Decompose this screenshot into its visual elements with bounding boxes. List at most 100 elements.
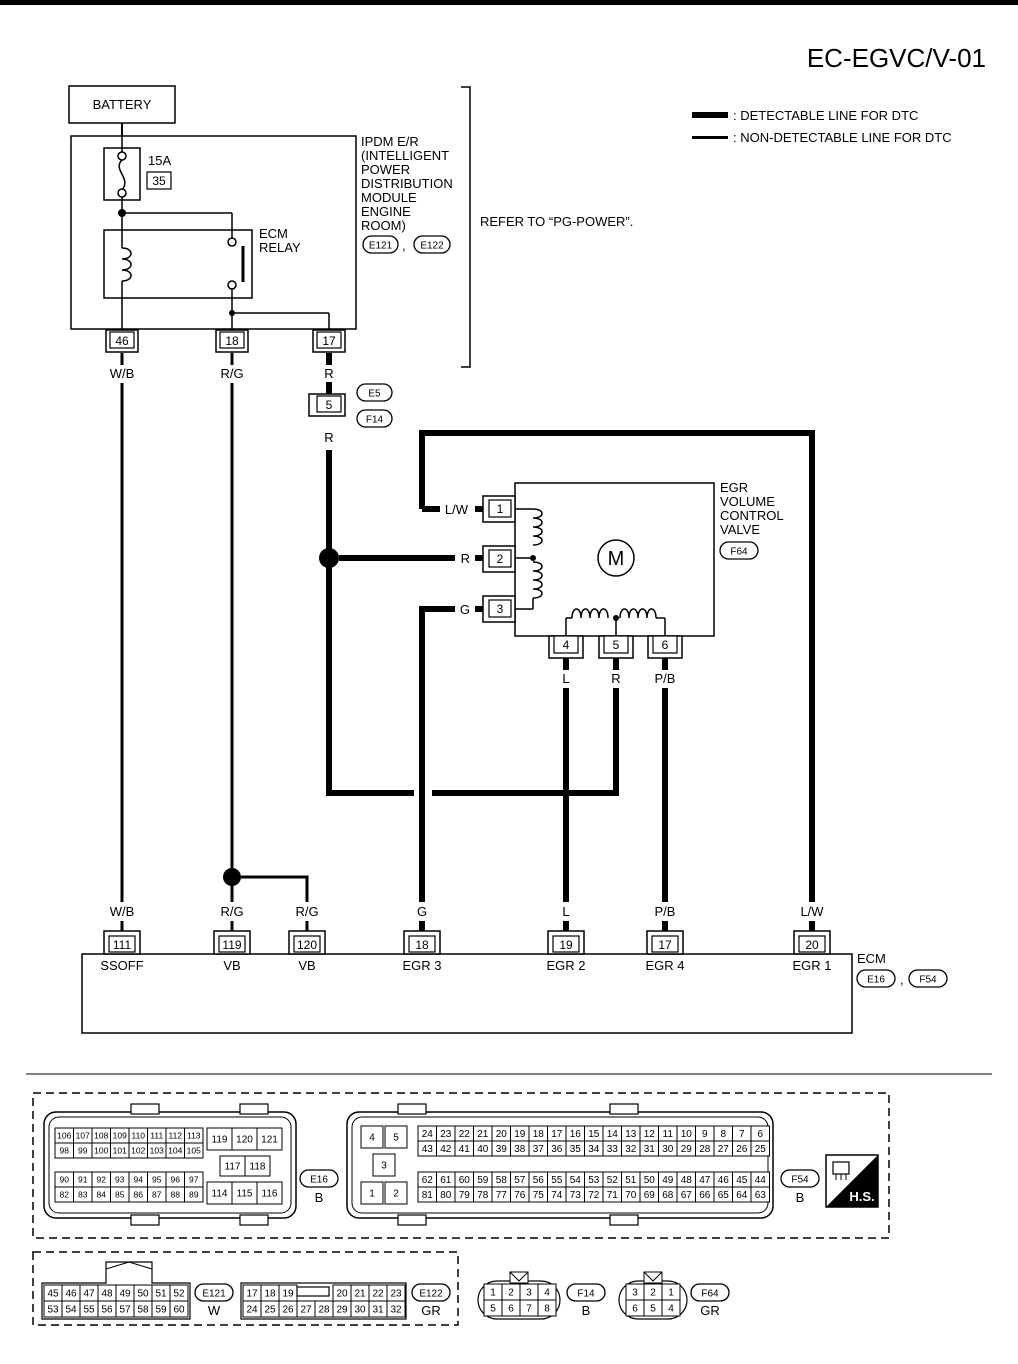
f54-pin-38: 38: [514, 1144, 526, 1155]
f54-pin-62: 62: [422, 1175, 434, 1186]
f54-pin-8: 8: [720, 1129, 726, 1140]
e121-pin-55: 55: [83, 1305, 95, 1316]
f14-pin-8-cell: [537, 1299, 557, 1317]
svg-text:EGR 2: EGR 2: [546, 958, 585, 973]
f54-pin-15: 15: [588, 1129, 600, 1140]
e122-pin-27: 27: [300, 1305, 312, 1316]
f14-pin-8: 8: [544, 1304, 550, 1315]
svg-text:5: 5: [613, 638, 620, 652]
ecm-conn-sep: ,: [900, 972, 904, 987]
f54-pin-65: 65: [718, 1190, 730, 1201]
f54-pin-76: 76: [514, 1190, 526, 1201]
svg-text:EGR 1: EGR 1: [792, 958, 831, 973]
svg-text:120: 120: [297, 938, 317, 952]
e122-pin-28: 28: [318, 1305, 330, 1316]
f54-pin-45: 45: [736, 1175, 748, 1186]
f64-pin-4-cell: [661, 1299, 681, 1317]
f54-pin-40: 40: [477, 1144, 489, 1155]
e122-pin-23: 23: [390, 1289, 402, 1300]
ipdm-wire-r: R: [324, 366, 333, 381]
f54-pin-69: 69: [644, 1190, 656, 1201]
f54-pin-13: 13: [625, 1129, 637, 1140]
f54-pin-57: 57: [514, 1175, 526, 1186]
f54-pin-63: 63: [755, 1190, 767, 1201]
ecm-conn-e16: E16: [867, 975, 885, 986]
ipdm-pin-18: 18: [215, 329, 249, 353]
e16-pin-120: 120: [236, 1135, 253, 1146]
e122-pin-29: 29: [336, 1305, 348, 1316]
ecm-relay-label-2: RELAY: [259, 240, 301, 255]
f64-id-oval: [690, 1283, 730, 1302]
egr-wire-lw: L/W: [445, 502, 469, 517]
svg-text:VOLUME: VOLUME: [720, 494, 775, 509]
ecm-wire-20: L/W: [800, 904, 824, 919]
e121-pin-59: 59: [155, 1305, 167, 1316]
ecm-wire-111: W/B: [110, 904, 135, 919]
ecm-box: [81, 953, 853, 1034]
f54-pin-30: 30: [662, 1144, 674, 1155]
f54-pin-75: 75: [533, 1190, 545, 1201]
svg-text:17: 17: [658, 938, 672, 952]
e16-pin-85: 85: [115, 1190, 125, 1200]
egr-conn-f64: F64: [730, 547, 748, 558]
f54-pin-21: 21: [477, 1129, 489, 1140]
f54-pin-70: 70: [625, 1190, 637, 1201]
egr-pin-5: 5: [598, 635, 634, 659]
ecm-conn-f54: F54: [919, 975, 937, 986]
egr-wire-pb: P/B: [655, 671, 676, 686]
rg-splice: [223, 868, 241, 886]
e16-pin-119: 119: [212, 1135, 228, 1146]
e16-pin-83: 83: [78, 1190, 88, 1200]
ecm-connector-frame: [32, 1092, 890, 1239]
motor-label: M: [608, 548, 625, 570]
e121-pin-54: 54: [65, 1305, 77, 1316]
ecm-pin-120: 120 VB: [288, 930, 326, 973]
f54-pin-66: 66: [699, 1190, 711, 1201]
svg-text:EGR 4: EGR 4: [645, 958, 684, 973]
f54-pin-32: 32: [625, 1144, 637, 1155]
ecm-pin-19: 19 EGR 2: [546, 930, 586, 973]
f54-pin-5: 5: [393, 1133, 399, 1144]
e16-pin-109: 109: [113, 1131, 127, 1141]
ipdm-conn-e122-oval: [413, 235, 451, 254]
e122-pin-17: 17: [246, 1289, 258, 1300]
e121-pin-49: 49: [119, 1289, 131, 1300]
e121-pin-56: 56: [101, 1305, 113, 1316]
f54-pin-37: 37: [533, 1144, 545, 1155]
f54-pin-20: 20: [496, 1129, 508, 1140]
f54-pin-29: 29: [681, 1144, 693, 1155]
e16-pin-84: 84: [97, 1190, 107, 1200]
svg-text:2: 2: [497, 552, 504, 566]
e16-pin-105: 105: [187, 1146, 201, 1156]
e122-pin-26: 26: [282, 1305, 294, 1316]
f54-pin-53: 53: [588, 1175, 600, 1186]
svg-text:119: 119: [222, 938, 241, 952]
f54-pin-74: 74: [551, 1190, 563, 1201]
f54-pin-14: 14: [607, 1129, 619, 1140]
e16-pin-108: 108: [94, 1131, 108, 1141]
ipdm-conn-e121-oval: [362, 235, 399, 254]
f64-pin-3: 3: [632, 1288, 638, 1299]
e16-pin-106: 106: [57, 1131, 71, 1141]
ipdm-conn-e122: E122: [420, 241, 444, 252]
wire-lw: [419, 430, 815, 902]
f54-pin-25-cell: [750, 1140, 770, 1157]
f54-pin-78: 78: [477, 1190, 489, 1201]
e121-pin-60-cell: [169, 1300, 189, 1318]
ecm-pin-119: 119 VB: [213, 930, 251, 973]
f54-pin-43: 43: [422, 1144, 434, 1155]
svg-text:1: 1: [497, 502, 504, 516]
e122-color: GR: [421, 1303, 441, 1318]
f54-pin-4-cell: [360, 1125, 384, 1149]
e16-pin-91: 91: [78, 1175, 88, 1185]
svg-text:EGR 3: EGR 3: [402, 958, 441, 973]
f64-pin-6: 6: [632, 1304, 638, 1315]
refer-note: REFER TO “PG-POWER”.: [480, 214, 633, 229]
f14-pin-1: 1: [490, 1288, 496, 1299]
f54-pin-2: 2: [393, 1189, 399, 1200]
e122-pin-31: 31: [372, 1305, 384, 1316]
f14-id-oval: [566, 1283, 606, 1302]
ecm-pin-18: 18 EGR 3: [402, 930, 442, 973]
e16-pin-92: 92: [97, 1175, 107, 1185]
